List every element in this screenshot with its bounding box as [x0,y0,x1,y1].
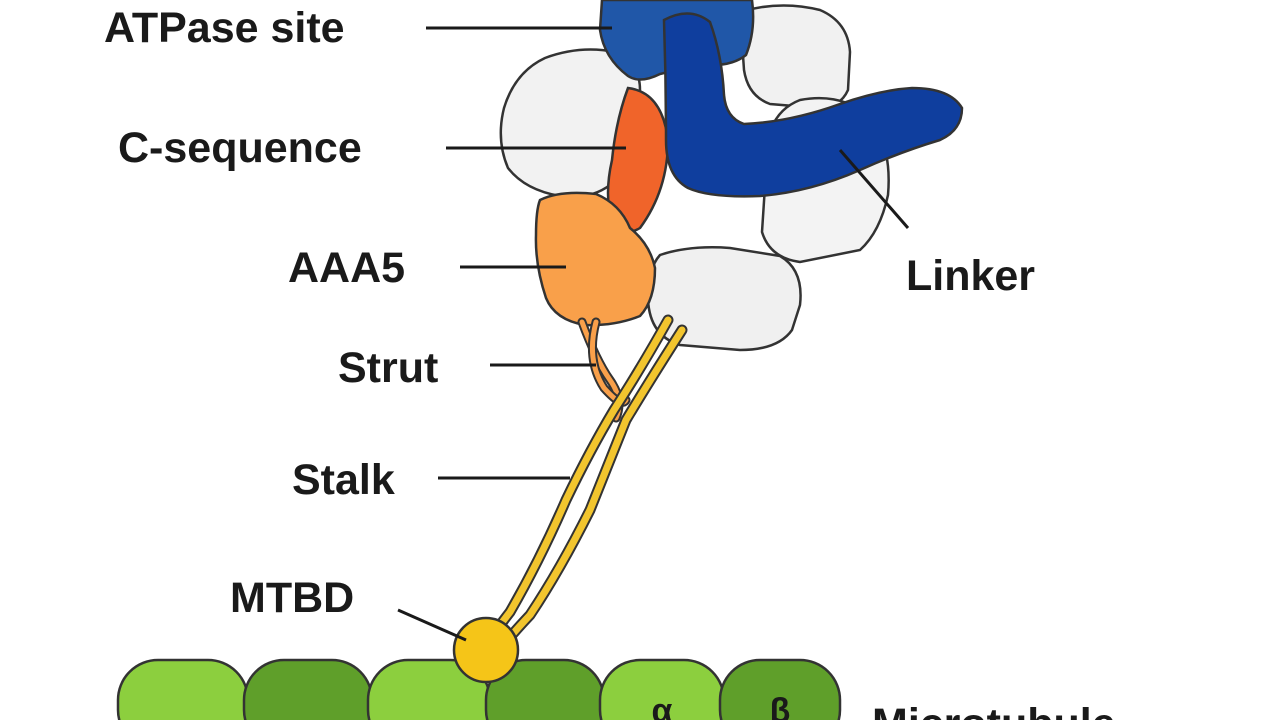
tubulin-subunit [116,658,250,720]
mtbd-leader [397,608,467,642]
beta-tubulin [718,658,842,720]
strut-label: Strut [338,344,438,392]
ring-domain [738,4,852,110]
aaa5-label: AAA5 [288,244,405,292]
alpha-label: α [652,692,673,720]
linker-label: Linker [906,252,1035,300]
ring-domain [646,246,802,352]
stalk-helix [502,326,686,646]
linker [662,12,964,198]
microtubule: α β [116,658,842,720]
atpase-site-label: ATPase site [104,4,345,52]
beta-label: β [770,692,791,720]
c-sequence-label: C-sequence [118,124,362,172]
linker-leader [838,149,910,229]
mtbd [452,616,520,684]
stalk-helix [486,316,672,644]
stalk [484,314,688,648]
microtubule-label: Microtubule [872,700,1116,720]
stalk-label: Stalk [292,456,395,504]
aaa5-domain [534,191,657,327]
mtbd-label: MTBD [230,574,354,622]
tubulin-subunit [242,658,374,720]
leader-lines [397,26,910,642]
